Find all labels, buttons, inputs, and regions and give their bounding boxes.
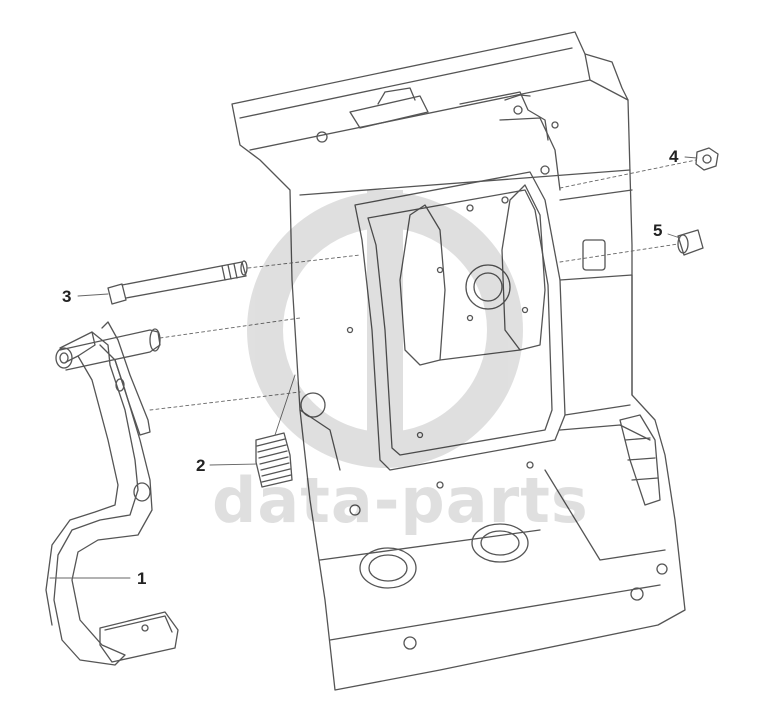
callout-3: 3 — [62, 287, 72, 306]
watermark-text: data-parts — [212, 464, 589, 537]
leader-lines — [49, 156, 698, 579]
callout-2: 2 — [196, 456, 206, 475]
nut-part-4 — [695, 147, 719, 171]
callout-1: 1 — [137, 569, 147, 588]
brake-pedal-part-1 — [45, 321, 179, 666]
callout-5: 5 — [653, 221, 663, 240]
callout-4: 4 — [669, 147, 679, 166]
bushing-part-5 — [677, 229, 704, 256]
return-spring-part-2 — [255, 432, 293, 488]
bulkhead-panel — [231, 31, 686, 691]
watermark-logo — [247, 190, 523, 468]
pivot-bolt-part-3 — [107, 260, 248, 305]
